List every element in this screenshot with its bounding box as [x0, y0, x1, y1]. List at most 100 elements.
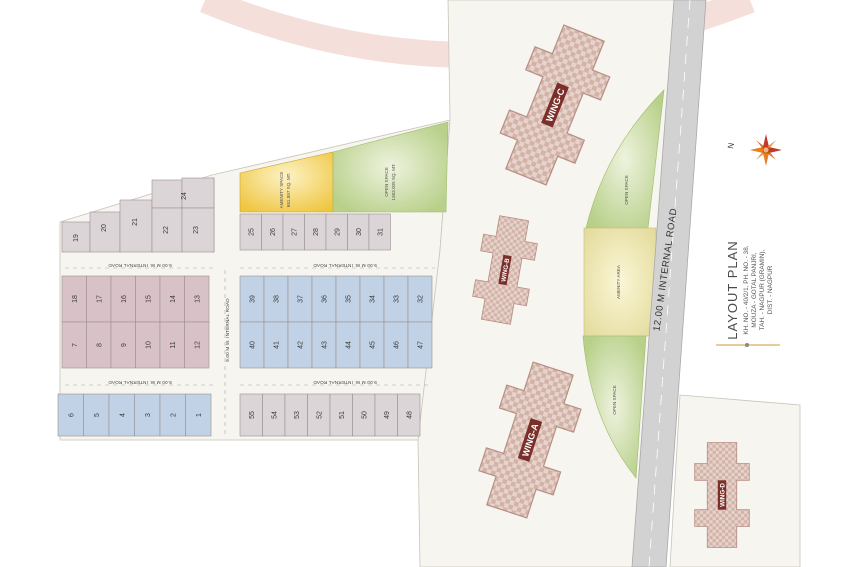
plot-number: 47 [418, 341, 425, 349]
plot-number: 5 [94, 413, 101, 417]
plot-40[interactable] [239, 321, 265, 369]
wing-b-label-bg [498, 254, 512, 286]
plot-number: 54 [271, 411, 278, 419]
wing-d-label: WING-D [719, 483, 726, 507]
plot-number: 26 [270, 228, 277, 236]
layout-plan-title: LAYOUT PLAN [725, 240, 740, 339]
plot-39[interactable] [239, 275, 265, 323]
plot-5[interactable] [83, 393, 110, 437]
plot-11[interactable] [159, 321, 185, 369]
plot-43[interactable] [311, 321, 337, 369]
plot-21[interactable] [119, 199, 153, 253]
plot-7[interactable] [61, 321, 87, 369]
plot-number: 18 [72, 295, 79, 303]
plot-number: 10 [145, 341, 152, 349]
plot-23[interactable] [181, 207, 215, 253]
amenity-area-label: AMENITY AREA [616, 264, 621, 299]
plot-15[interactable] [135, 275, 161, 323]
open-space-lower-label: OPEN SPACE [612, 385, 617, 415]
plot-number: 27 [291, 228, 298, 236]
plot-37[interactable] [287, 275, 313, 323]
plot-number: 9 [121, 343, 128, 347]
plot-24[interactable] [151, 179, 183, 209]
plot-number: 44 [346, 341, 353, 349]
plot-19[interactable] [61, 221, 91, 253]
plot-33[interactable] [383, 275, 409, 323]
plot-number: 2 [170, 413, 177, 417]
wing-c-building[interactable]: WING-C [489, 18, 622, 192]
wing-b-building[interactable]: WING-B [469, 214, 541, 327]
plot-number: 42 [298, 341, 305, 349]
plot-number: 45 [370, 341, 377, 349]
plot-10[interactable] [135, 321, 161, 369]
plot-number: 11 [170, 341, 177, 348]
open-space-lower [582, 335, 647, 479]
plot-12[interactable] [184, 321, 210, 369]
plot-number: 8 [96, 343, 103, 347]
plot-number: 48 [406, 411, 413, 419]
plot-number: 7 [72, 343, 79, 347]
wing-a-label-bg [517, 418, 543, 462]
plot-number: 25 [248, 228, 255, 236]
plot-number: 33 [394, 295, 401, 303]
plot-number: 46 [394, 341, 401, 349]
plot-9[interactable] [110, 321, 136, 369]
plot-number: 39 [250, 295, 257, 303]
plot-22[interactable] [151, 207, 183, 253]
plot-number: 1 [196, 413, 203, 417]
plot-13[interactable] [184, 275, 210, 323]
plot-number: 53 [294, 411, 301, 419]
plot-number: 52 [316, 411, 323, 419]
layout-plan-line-1: KH. NO. - 40/2/1, PH. NO. - 38, [743, 245, 750, 334]
wing-a-building[interactable]: WING-A [470, 357, 591, 524]
plot-6[interactable] [57, 393, 84, 437]
layout-plan-line-2: MOUZA - GOTAL PANJRI, [751, 252, 758, 327]
plot-number: 38 [274, 295, 281, 303]
plot-number: 29 [334, 228, 341, 236]
plot-number: 41 [274, 341, 281, 349]
plot-47[interactable] [407, 321, 433, 369]
plot-number: 49 [384, 411, 391, 419]
plot-36[interactable] [311, 275, 337, 323]
plot-18[interactable] [61, 275, 87, 323]
plot-31[interactable] [368, 213, 391, 251]
open-space-title: OPEN SPACE [384, 167, 389, 197]
plot-number: 30 [356, 228, 363, 236]
wing-buildings: WING-C WING-B WING-A WING-D [469, 18, 750, 548]
plot-2[interactable] [159, 393, 186, 437]
wing-d-label-bg [717, 480, 727, 510]
plot-38[interactable] [263, 275, 289, 323]
plot-number: 40 [250, 341, 257, 349]
plot-1[interactable] [185, 393, 212, 437]
plot-number: 51 [339, 411, 346, 419]
internal-road-top-label: 9.00 M W. INTERNAL ROAD [108, 263, 172, 268]
plot-3[interactable] [134, 393, 161, 437]
plot-number: 13 [194, 295, 201, 303]
plot-number: 6 [68, 413, 75, 417]
internal-road-top-right-label: 9.00 M W. INTERNAL ROAD [313, 263, 377, 268]
layout-plan-line-4: DIST. - NAGPUR [767, 265, 774, 314]
plot-45[interactable] [359, 321, 385, 369]
plot-42[interactable] [287, 321, 313, 369]
wing-d-building[interactable]: WING-D [694, 442, 750, 548]
plot-number: 37 [298, 295, 305, 303]
plot-number: 3 [145, 413, 152, 417]
plot-number: 28 [313, 228, 320, 236]
plot-number: 50 [361, 411, 368, 419]
amenity-space-area: 681.897 SQ. MT. [286, 173, 291, 207]
plot-number: 16 [121, 295, 128, 303]
wing-c-label-bg [541, 82, 569, 128]
plot-number: 43 [322, 341, 329, 349]
plot-32[interactable] [407, 275, 433, 323]
layout-plan-line-3: TAH. - NAGPUR (GRAMIN), [759, 250, 766, 331]
plot-34[interactable] [359, 275, 385, 323]
plot-44[interactable] [335, 321, 361, 369]
plot-48[interactable] [397, 393, 421, 437]
plot-number: 21 [132, 218, 139, 226]
wing-b-label: WING-B [500, 257, 511, 282]
plot-number: 15 [145, 295, 152, 303]
plot-24b[interactable] [181, 177, 215, 209]
plot-number: 31 [377, 228, 384, 236]
open-space-area: 1363.005 SQ. MT. [391, 163, 396, 200]
